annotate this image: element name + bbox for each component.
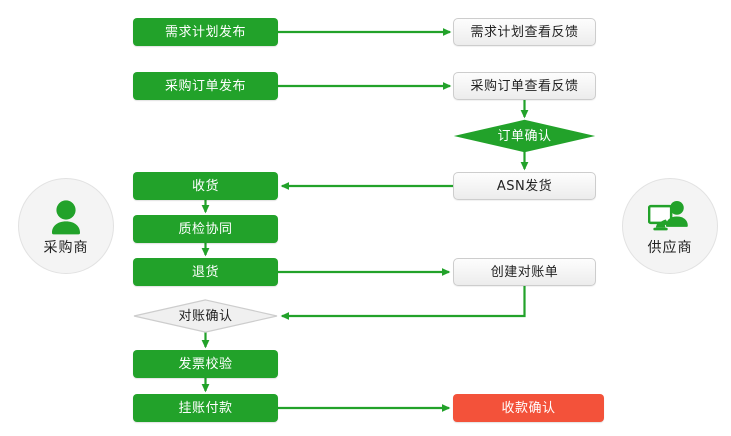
node-label: 收货 xyxy=(191,178,219,194)
person-icon xyxy=(44,197,88,237)
node-label: 发票校验 xyxy=(178,356,233,372)
node-demand-plan-feedback[interactable]: 需求计划查看反馈 xyxy=(453,18,596,46)
actor-buyer[interactable]: 采购商 xyxy=(18,178,114,274)
node-label: 采购订单发布 xyxy=(164,78,246,94)
node-goods-receipt[interactable]: 收货 xyxy=(133,172,278,200)
node-label: 订单确认 xyxy=(497,128,552,144)
actor-supplier-label: 供应商 xyxy=(647,240,693,256)
node-create-statement[interactable]: 创建对账单 xyxy=(453,258,596,286)
node-label: 创建对账单 xyxy=(490,264,559,280)
actor-supplier[interactable]: 供应商 xyxy=(622,178,718,274)
node-po-feedback[interactable]: 采购订单查看反馈 xyxy=(453,72,596,100)
actor-buyer-label: 采购商 xyxy=(43,240,89,256)
node-label: 采购订单查看反馈 xyxy=(470,78,579,94)
node-quality-collaboration[interactable]: 质检协同 xyxy=(133,215,278,243)
node-payable-payment[interactable]: 挂账付款 xyxy=(133,394,278,422)
node-label: 对账确认 xyxy=(178,308,233,324)
node-order-confirm[interactable]: 订单确认 xyxy=(453,119,596,153)
node-asn-shipment[interactable]: ASN发货 xyxy=(453,172,596,200)
node-invoice-verify[interactable]: 发票校验 xyxy=(133,350,278,378)
node-label: 挂账付款 xyxy=(178,400,233,416)
node-return-goods[interactable]: 退货 xyxy=(133,258,278,286)
node-demand-plan-publish[interactable]: 需求计划发布 xyxy=(133,18,278,46)
node-label: 退货 xyxy=(191,264,219,280)
node-statement-confirm[interactable]: 对账确认 xyxy=(133,299,278,333)
node-receipt-confirm[interactable]: 收款确认 xyxy=(453,394,604,422)
node-label: 收款确认 xyxy=(501,400,556,416)
node-po-publish[interactable]: 采购订单发布 xyxy=(133,72,278,100)
person-with-monitor-icon xyxy=(648,197,692,237)
node-label: 需求计划发布 xyxy=(164,24,246,40)
node-label: 质检协同 xyxy=(178,221,233,237)
node-label: 需求计划查看反馈 xyxy=(470,24,579,40)
node-label: ASN发货 xyxy=(496,178,553,194)
